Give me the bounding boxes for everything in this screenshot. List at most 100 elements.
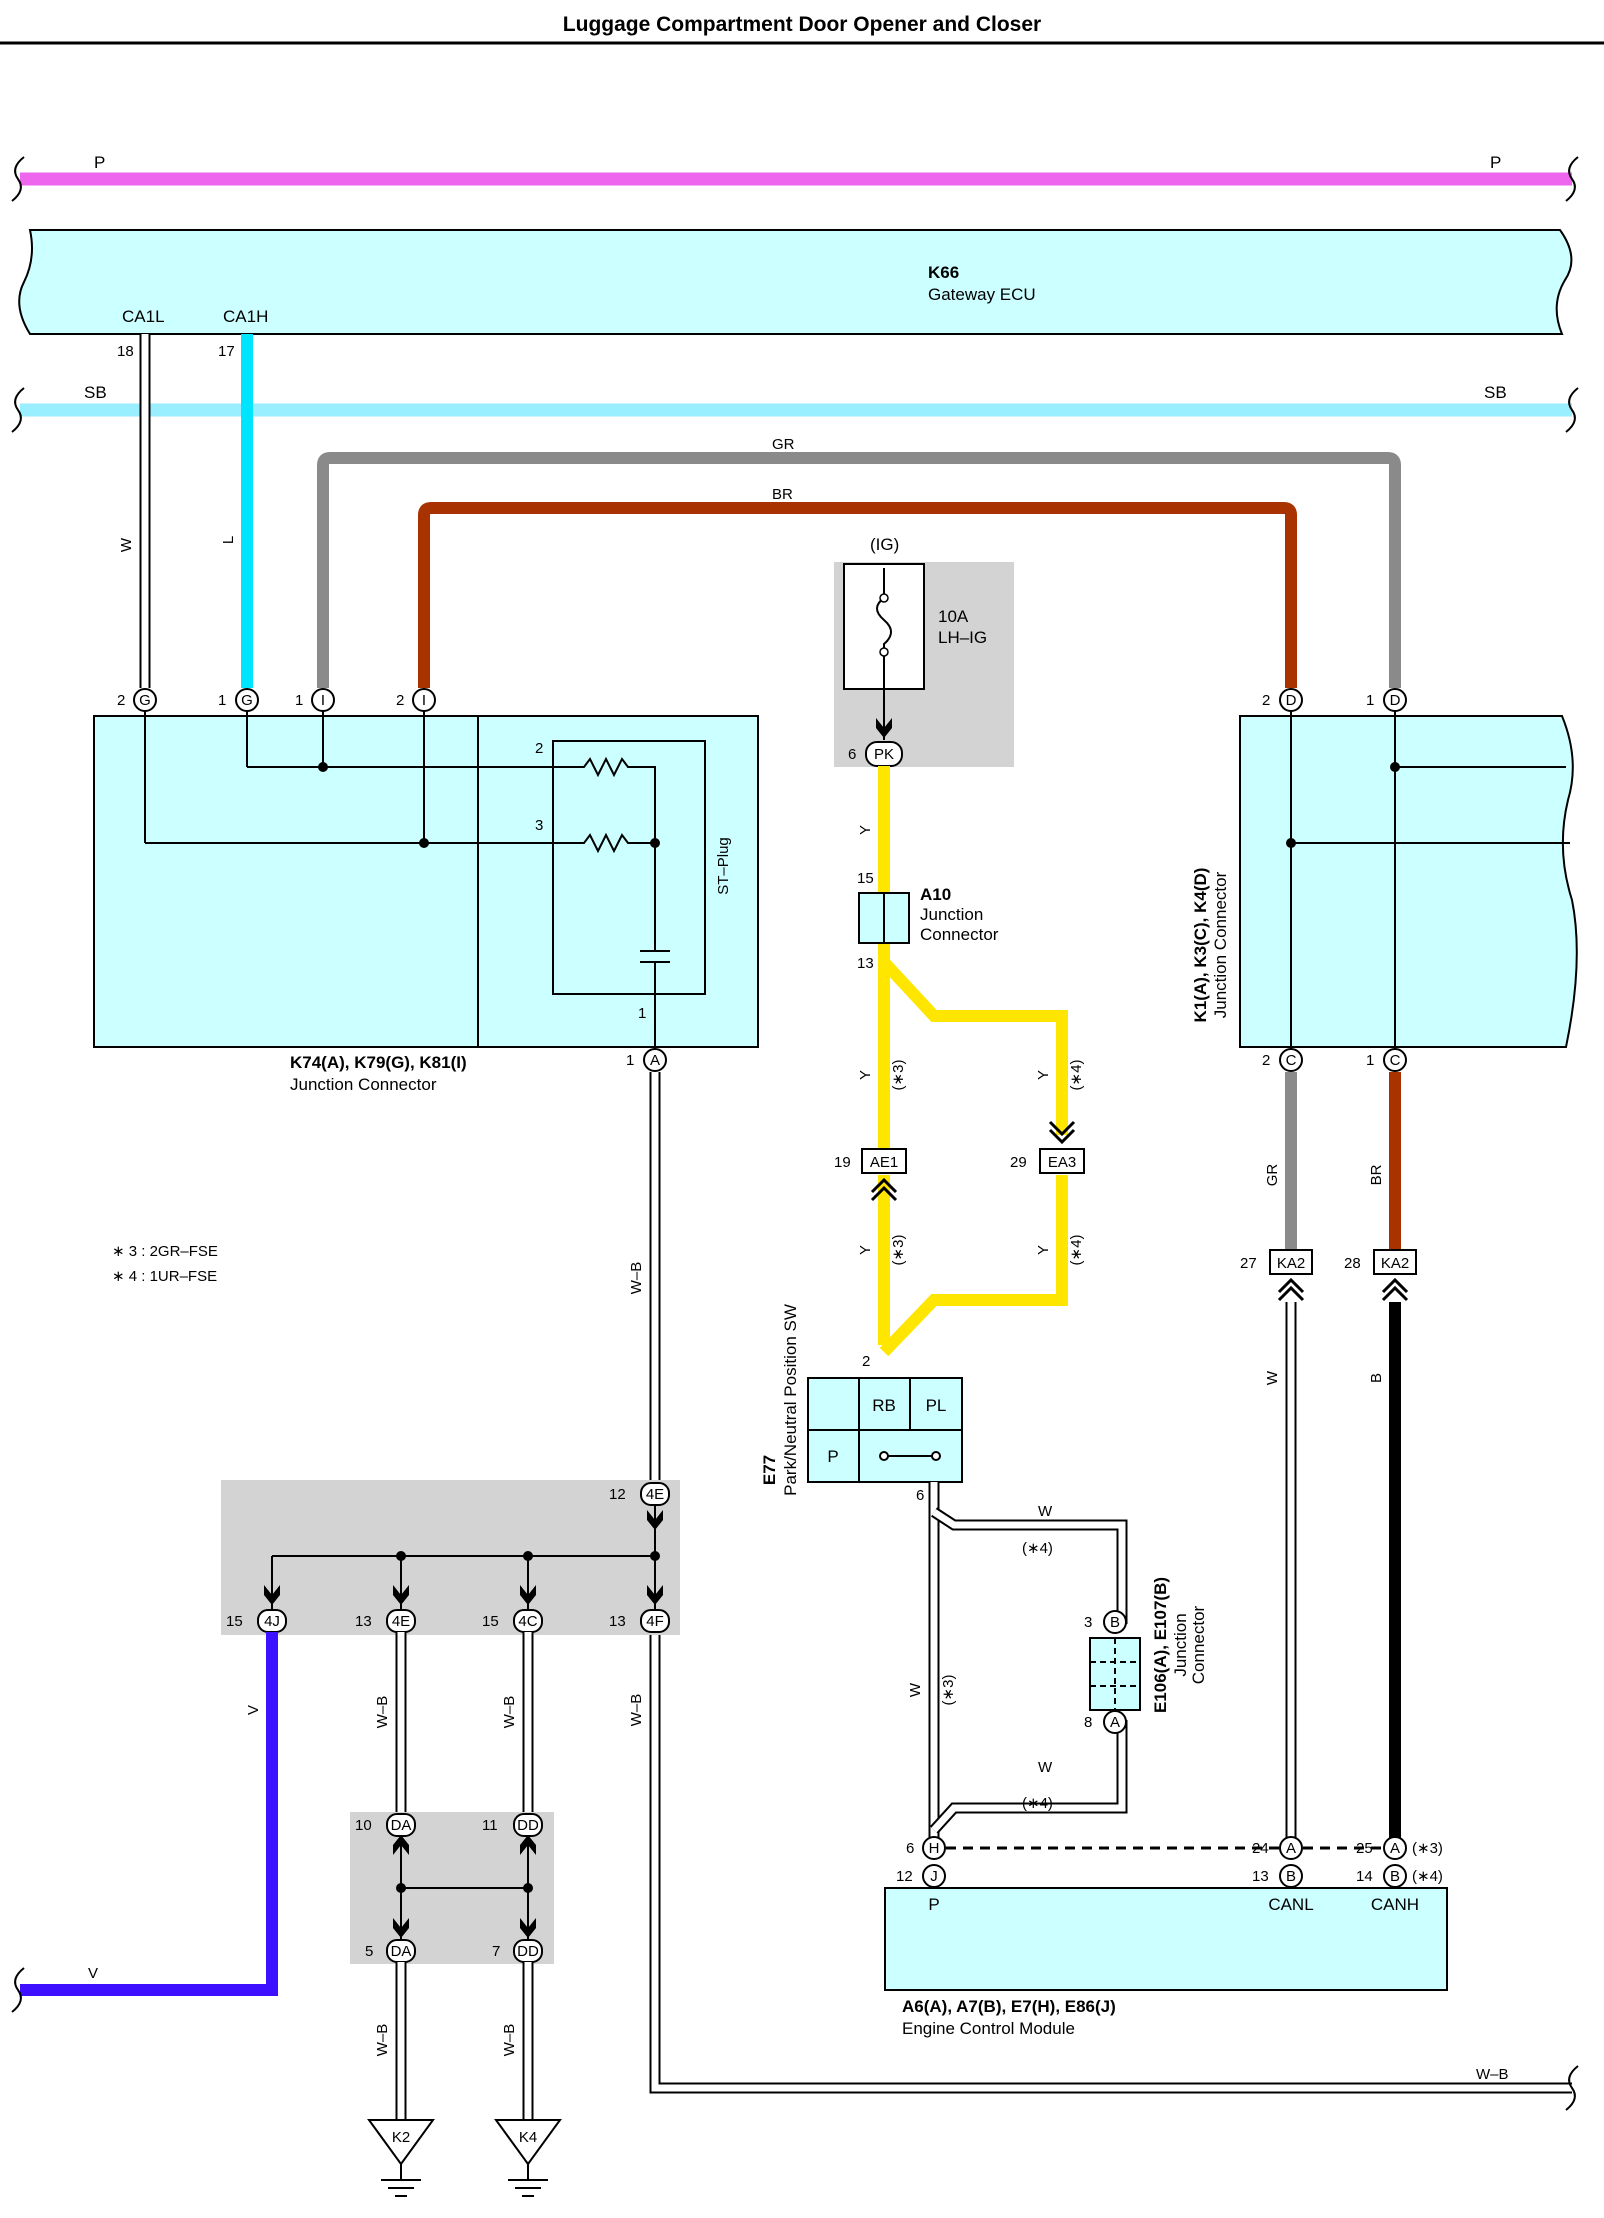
k74-name: Junction Connector: [290, 1075, 437, 1094]
fuse-rating: 10A: [938, 607, 969, 626]
wires-wb-ground: W–B W–B: [374, 1962, 534, 2120]
pin-dd-top-id: DD: [517, 1817, 539, 1834]
ae1-num: 19: [834, 1154, 851, 1171]
gateway-pin-ca1h: CA1H: [223, 307, 268, 326]
k1-pin-d2-id: D: [1286, 692, 1297, 709]
junction-a10: 15 13 A10 Junction Connector: [857, 870, 999, 972]
wire-label-br-top: BR: [772, 486, 793, 503]
note-3-c: (∗3): [940, 1675, 957, 1706]
k74-pin-i1-num: 1: [295, 692, 303, 709]
fuse-pin-num: 6: [848, 746, 856, 763]
wire-label-wb-4e: W–B: [374, 1696, 391, 1729]
fuse-name: LH–IG: [938, 628, 987, 647]
wire-l-ca1h: L: [220, 334, 253, 688]
wire-w-e77: W (∗4) W (∗4) W (∗3): [907, 1482, 1128, 1840]
ecm-pin-canl: CANL: [1268, 1895, 1313, 1914]
e77-pin-top: 2: [862, 1353, 870, 1370]
k1-name: Junction Connector: [1211, 871, 1230, 1018]
wire-label-w: W: [118, 537, 135, 552]
a10-top-num: 15: [857, 870, 874, 887]
p-bus: P P: [11, 153, 1579, 202]
junction-e106: B 3 A 8 E106(A), E107(B) Junction Connec…: [1084, 1577, 1208, 1734]
pin-4j-id: 4J: [264, 1613, 280, 1630]
wire-label-b-canh: B: [1368, 1373, 1385, 1383]
wire-label-y-4: Y: [857, 1245, 874, 1255]
legend-note-3: ∗ 3 : 2GR–FSE: [112, 1243, 218, 1260]
sb-bus-label-left: SB: [84, 383, 107, 402]
wire-gr-top: GR: [317, 436, 1401, 688]
ecm-note-3: (∗3): [1412, 1840, 1443, 1857]
pin-4e-num: 13: [355, 1613, 372, 1630]
k1-pin-c2-num: 2: [1262, 1052, 1270, 1069]
note-4-a: (∗4): [1068, 1060, 1085, 1091]
k1-pin-c1-num: 1: [1366, 1052, 1374, 1069]
ecm-canh-b-num: 14: [1356, 1868, 1373, 1885]
e77-rb: RB: [872, 1396, 896, 1415]
wire-label-w-e106-bottom: W: [1038, 1759, 1053, 1776]
legend-note-4: ∗ 4 : 1UR–FSE: [112, 1268, 217, 1285]
ground-k4: K4: [494, 2119, 562, 2197]
k74-pin-g2-id: G: [139, 692, 151, 709]
fuse-block: (IG) 10A LH–IG PK 6: [834, 535, 1014, 767]
wire-w-ca1l: W: [118, 334, 151, 688]
wire-label-y-2: Y: [857, 1070, 874, 1080]
k74-pin-i2-id: I: [422, 692, 426, 709]
ka2-28-id: KA2: [1381, 1255, 1409, 1272]
stplug-label: ST–Plug: [715, 837, 732, 895]
e77-p: P: [827, 1447, 838, 1466]
ecm-note-4: (∗4): [1412, 1868, 1443, 1885]
ground-k4-label: K4: [519, 2129, 537, 2146]
connector-ae1: AE1 19: [834, 1148, 907, 1202]
gateway-pin-ca1l: CA1L: [122, 307, 165, 326]
wire-label-l: L: [220, 536, 237, 544]
wire-label-gr-top: GR: [772, 436, 795, 453]
k1-pin-c1-id: C: [1390, 1052, 1401, 1069]
wire-br-top: BR: [418, 486, 1297, 688]
k1-code: K1(A), K3(C), K4(D): [1191, 868, 1210, 1023]
e106-pin-a-id: A: [1110, 1714, 1120, 1731]
p-bus-label-right: P: [1490, 153, 1501, 172]
pin-da-top-num: 10: [355, 1817, 372, 1834]
gateway-name: Gateway ECU: [928, 285, 1036, 304]
wire-label-wb-4c: W–B: [501, 1696, 518, 1729]
wire-label-wb-4f: W–B: [628, 1694, 645, 1727]
a10-name1: Junction: [920, 905, 983, 924]
a10-code: A10: [920, 885, 951, 904]
ecm-canh-b-id: B: [1390, 1868, 1400, 1885]
note-4-b: (∗4): [1068, 1235, 1085, 1266]
a10-name2: Connector: [920, 925, 999, 944]
ecm-name: Engine Control Module: [902, 2019, 1075, 2038]
e77-name: Park/Neutral Position SW: [781, 1304, 800, 1496]
wire-label-wb-da: W–B: [374, 2024, 391, 2057]
wire-v: V V: [11, 1632, 278, 2013]
ea3-id: EA3: [1048, 1154, 1076, 1171]
ka2-27-num: 27: [1240, 1255, 1257, 1272]
ae1-id: AE1: [870, 1154, 898, 1171]
ground-k2: K2: [367, 2119, 435, 2197]
k74-pin-i2-num: 2: [396, 692, 404, 709]
ecm-canl-a-num: 24: [1252, 1840, 1269, 1857]
k74-pin-g1-num: 1: [218, 692, 226, 709]
pin-4c-id: 4C: [518, 1613, 537, 1630]
wire-label-y-5: Y: [1035, 1245, 1052, 1255]
k74-pin-g2-num: 2: [117, 692, 125, 709]
pin-dd-top-num: 11: [482, 1817, 498, 1834]
gateway-code: K66: [928, 263, 959, 282]
wb-bus-label: W–B: [1476, 2066, 1509, 2083]
e77-pin-bottom: 6: [916, 1487, 924, 1504]
pin-4e-top-id: 4E: [646, 1486, 664, 1503]
e106-name1: Junction: [1171, 1613, 1190, 1676]
stplug-res1-num: 2: [535, 740, 543, 757]
pin-da-top-id: DA: [391, 1817, 412, 1834]
ecm-code: A6(A), A7(B), E7(H), E86(J): [902, 1997, 1116, 2016]
wire-label-wb-dd: W–B: [501, 2024, 518, 2057]
pin-dd-bottom-num: 7: [492, 1943, 500, 1960]
stplug-cap-num: 1: [638, 1005, 646, 1022]
gateway-ecu: K66 Gateway ECU CA1L CA1H 18 17: [18, 229, 1573, 360]
wire-label-y-3: Y: [1035, 1070, 1052, 1080]
p-bus-label-left: P: [94, 153, 105, 172]
ecm-canh-a-id: A: [1390, 1840, 1400, 1857]
wires-can: W B: [1264, 1302, 1401, 1840]
pin-4j-num: 15: [226, 1613, 243, 1630]
